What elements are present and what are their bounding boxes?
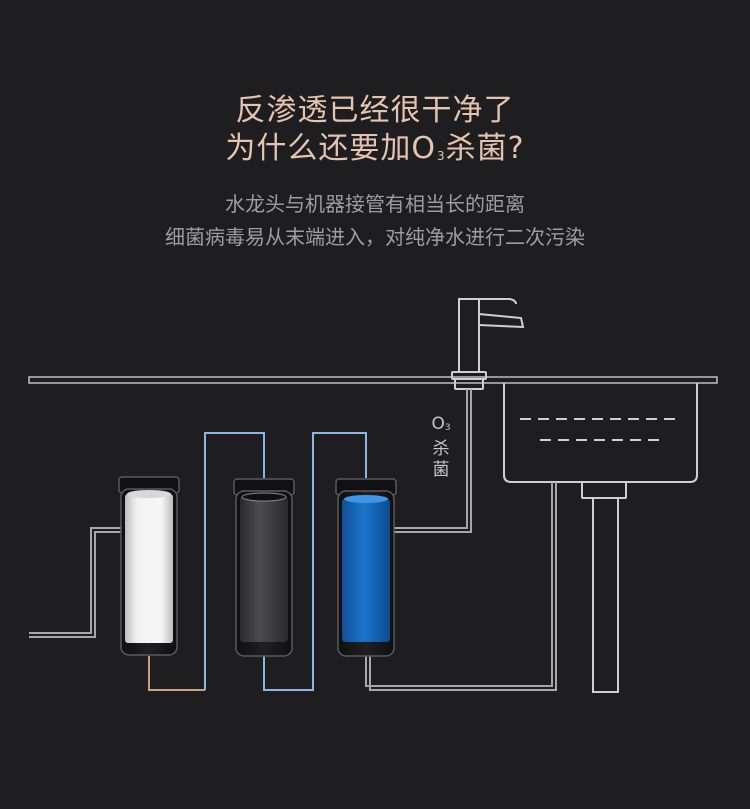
filter-cartridge-icon [335,478,397,657]
filter-cartridge-icon [233,478,295,657]
water-pipe-icon [29,527,122,638]
headline-o3-subscript: 3 [437,149,446,163]
headline-o3: O [411,131,437,166]
o3-label-char-1: 杀 [432,439,450,459]
o3-sterilization-label: O3 杀 菌 [430,414,452,481]
headline-line-1: 反渗透已经很干净了 [235,93,515,128]
headline-suffix: 杀菌? [445,131,525,166]
pipe-link-2 [204,432,367,691]
pipe-drain [365,482,557,691]
o3-label-o: O3 [431,414,451,434]
o3-label-subscript: 3 [444,423,451,433]
o3-label-char-2: 菌 [432,460,450,480]
sink-icon [503,383,698,693]
headline-prefix: 为什么还要加 [225,131,412,166]
faucet-icon [451,298,525,390]
filter-cartridge-icon [118,476,180,656]
pipe-outlet [392,389,472,533]
countertop [28,376,718,384]
description-line-2: 细菌病毒易从末端进入，对纯净水进行二次污染 [165,225,585,249]
pipe-link-1 [148,656,205,691]
headline-line-2: 为什么还要加O3杀菌? [0,132,750,173]
description-line-1: 水龙头与机器接管有相当长的距离 [225,192,525,216]
